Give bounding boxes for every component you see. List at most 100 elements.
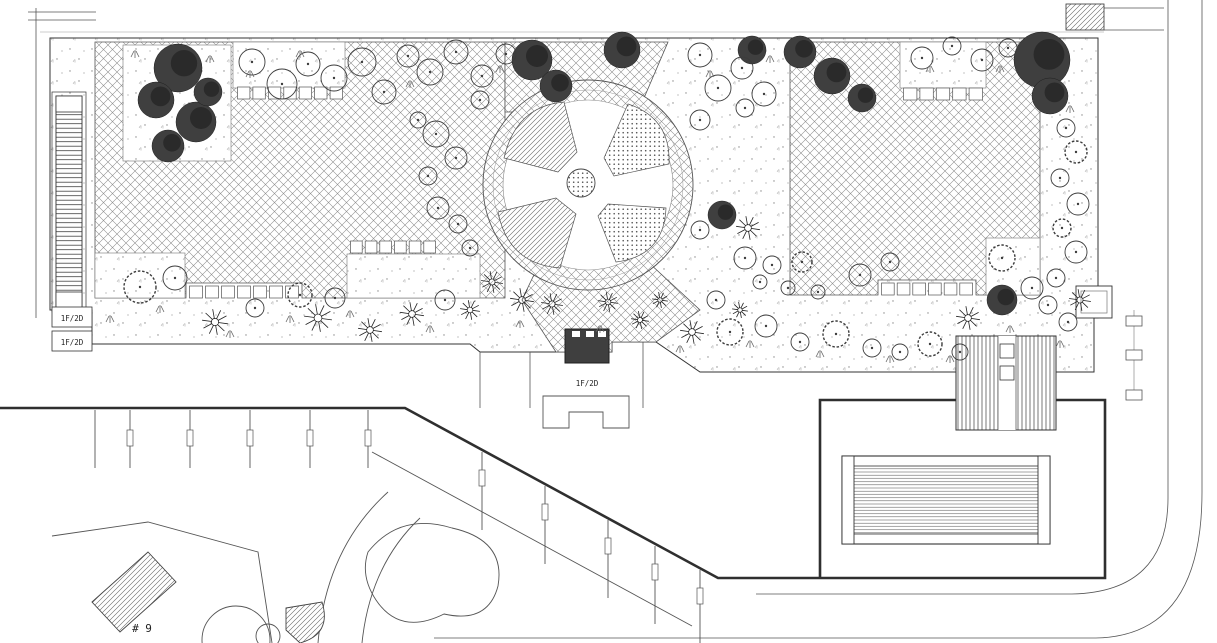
- tree-symbol-spiky: [358, 318, 382, 342]
- tree-symbol-tuft: [705, 70, 715, 78]
- tree-symbol-dark: [707, 200, 737, 230]
- west-pergola-strip: [51, 91, 87, 313]
- tree-symbol-fluffy: [1052, 218, 1072, 238]
- tree-symbol-open: [1056, 118, 1076, 138]
- curved-roads: [317, 491, 421, 643]
- tree-symbol-tuft: [745, 340, 755, 348]
- tree-symbol-open: [880, 252, 900, 272]
- tree-symbol-open: [266, 68, 298, 100]
- tree-symbol-spiky: [1069, 289, 1091, 311]
- property-boundary-line: [0, 398, 1107, 580]
- tree-symbol-open: [780, 280, 796, 296]
- parking-stalls-diagonal: [371, 451, 704, 643]
- tree-symbol-spiky: [541, 293, 563, 315]
- tree-symbol-tuft: [995, 65, 1005, 73]
- tree-symbol-open: [162, 265, 188, 291]
- tree-symbols-layer: [105, 31, 1091, 363]
- tree-symbol-open: [448, 214, 468, 234]
- tree-symbol-dark: [986, 284, 1018, 316]
- unit-label-box-bottom: [51, 330, 93, 352]
- southwest-buildings: [51, 521, 500, 643]
- tree-symbol-dark: [193, 77, 223, 107]
- fan-hatched-nw: [503, 101, 578, 173]
- tree-symbol-open: [704, 74, 732, 102]
- tree-symbol-open: [733, 246, 757, 270]
- tree-symbol-open: [495, 43, 517, 65]
- tree-symbol-open: [689, 109, 711, 131]
- tree-symbol-open: [790, 332, 810, 352]
- tree-symbol-spiky: [304, 304, 332, 332]
- tree-symbol-fluffy: [988, 244, 1016, 272]
- tree-symbol-open: [396, 44, 420, 68]
- tree-symbol-open: [752, 274, 768, 290]
- tree-symbol-open: [1058, 312, 1078, 332]
- road-edge-inner: [756, 0, 1169, 595]
- tree-symbol-tuft: [945, 355, 955, 363]
- tree-symbol-open: [461, 239, 479, 257]
- planter-strip: [350, 240, 436, 254]
- tree-symbol-tuft: [405, 80, 415, 88]
- tree-symbol-open: [443, 39, 469, 65]
- tree-symbol-tuft: [1005, 325, 1015, 333]
- tree-symbol-open: [347, 47, 377, 77]
- tree-symbol-tuft: [345, 310, 355, 318]
- tree-symbol-tuft: [205, 55, 215, 63]
- tree-symbol-open: [320, 64, 348, 92]
- tree-symbol-open: [730, 56, 754, 80]
- tree-symbol-open: [422, 120, 450, 148]
- tree-symbol-open: [735, 98, 755, 118]
- tree-symbol-open: [1038, 295, 1058, 315]
- tree-symbol-open: [444, 146, 468, 170]
- tree-symbol-dark: [1031, 77, 1069, 115]
- entrance-structure: [479, 328, 644, 429]
- tree-symbol-open: [295, 51, 321, 77]
- tree-symbol-tuft: [425, 325, 435, 333]
- tree-symbol-dark: [511, 39, 553, 81]
- tree-symbol-open: [762, 255, 782, 275]
- planter-strip: [881, 282, 973, 296]
- tree-symbol-open: [754, 314, 778, 338]
- tree-symbol-tuft: [765, 55, 775, 63]
- tree-symbol-open: [418, 166, 438, 186]
- tree-symbol-open: [416, 58, 444, 86]
- central-plaza-circle: [482, 79, 694, 291]
- tree-symbol-open: [970, 48, 994, 72]
- unit-label-bottom: 1F/2D: [61, 338, 84, 347]
- tree-symbol-tuft: [245, 70, 255, 78]
- tree-symbol-tuft: [595, 325, 605, 333]
- fan-hatched-sw: [497, 197, 577, 269]
- tree-symbol-dark: [783, 35, 817, 69]
- tree-symbol-fluffy: [123, 270, 157, 304]
- circle-center-planter: [566, 168, 596, 198]
- tree-symbol-fluffy: [917, 331, 943, 357]
- entrance-steps: [542, 395, 630, 429]
- entrance-label: 1F/2D: [576, 379, 599, 388]
- tree-symbol-tuft: [815, 350, 825, 358]
- garden-pad: [1075, 285, 1113, 319]
- tree-symbol-fluffy: [716, 318, 744, 346]
- tree-symbol-open: [848, 263, 872, 287]
- tree-symbol-tuft: [515, 320, 525, 328]
- unit-label-top: 1F/2D: [61, 314, 84, 323]
- tree-symbol-open: [687, 42, 713, 68]
- tree-symbol-tuft: [885, 355, 895, 363]
- pool-deck-structure: [841, 455, 1051, 545]
- tree-symbol-tuft: [285, 315, 295, 323]
- tree-symbol-fluffy: [822, 320, 850, 348]
- tree-symbol-dark: [539, 69, 573, 103]
- tree-symbol-tuft: [1065, 105, 1075, 113]
- tree-symbol-open: [426, 196, 450, 220]
- tree-symbol-spiky: [598, 292, 618, 312]
- tree-symbol-open: [409, 111, 427, 129]
- tree-symbol-open: [751, 81, 777, 107]
- tree-symbol-tuft: [675, 345, 685, 353]
- tree-symbol-open: [951, 343, 969, 361]
- tree-symbol-open: [245, 298, 265, 318]
- tree-symbol-fluffy: [287, 282, 313, 308]
- tree-symbol-dark: [153, 43, 203, 93]
- tree-symbol-open: [810, 284, 826, 300]
- tree-symbol-spiky: [202, 309, 228, 335]
- tree-symbol-dark: [1013, 31, 1071, 89]
